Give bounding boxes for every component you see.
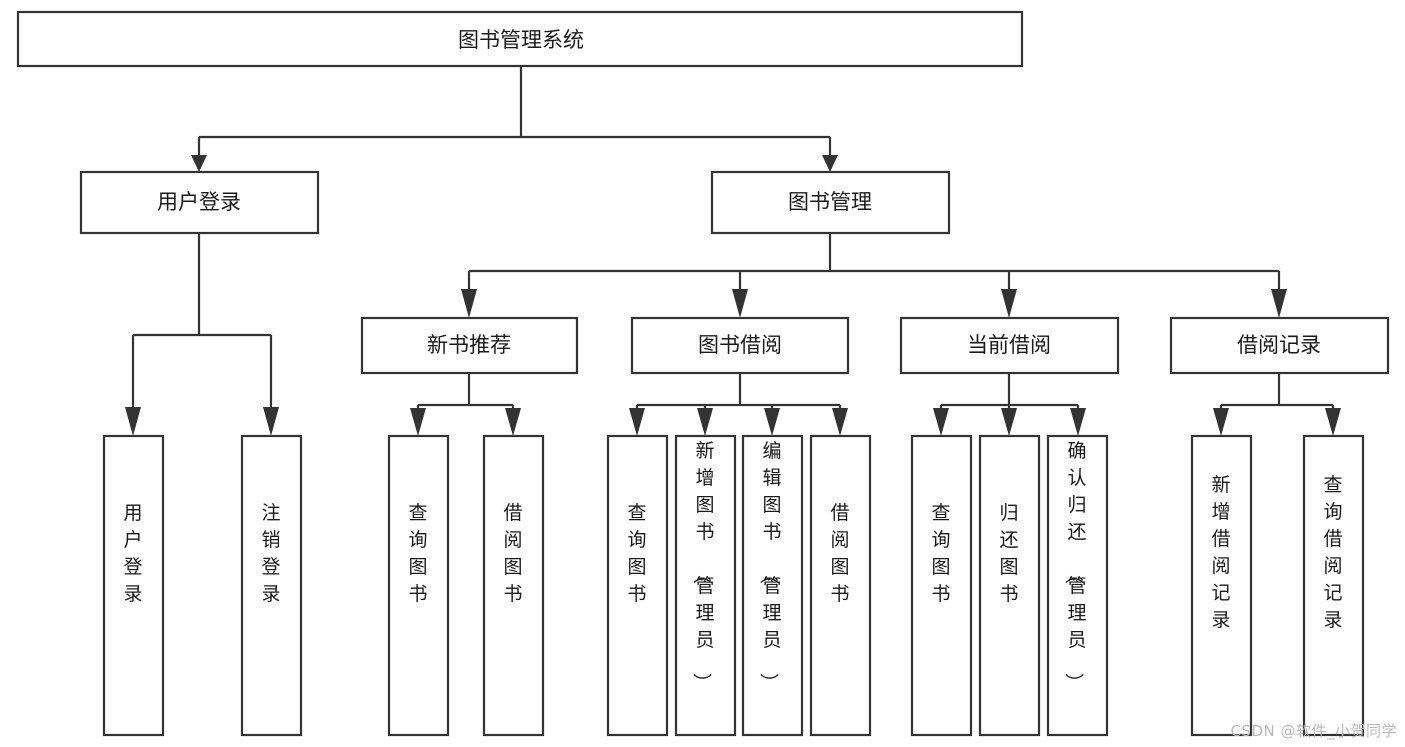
node-book-management[interactable]: 图书管理 xyxy=(710,170,951,235)
node-book-borrow-label: 图书借阅 xyxy=(698,333,782,357)
arrow-head-leaf-bookborrow-0 xyxy=(629,408,645,436)
node-leaf-current-borrow-1[interactable]: 归还图书 xyxy=(978,434,1041,737)
arrow-head-leaf-borrowrecord-0 xyxy=(1213,408,1229,436)
node-leaf-new-book-recommend-1[interactable]: 借阅图书 xyxy=(482,434,545,737)
node-leaf-borrow-record-1-box[interactable] xyxy=(1302,434,1365,737)
node-leaf-borrow-record-0-label: 新增借阅记录 xyxy=(1211,474,1230,631)
node-book-borrow-box[interactable] xyxy=(630,316,850,375)
node-leaf-book-borrow-0[interactable]: 查询图书 xyxy=(606,434,669,737)
node-book-management-label: 图书管理 xyxy=(788,190,872,214)
node-leaf-book-borrow-1-box[interactable] xyxy=(674,434,737,737)
node-leaf-book-borrow-2[interactable]: 编辑图书（管理员） xyxy=(741,434,804,737)
watermark-text: CSDN @软件_小贺同学 xyxy=(1230,722,1397,740)
arrow-head-leaf-user-login-1 xyxy=(263,407,279,436)
node-borrow-record[interactable]: 借阅记录 xyxy=(1169,316,1390,375)
node-leaf-user-login-1[interactable]: 注销登录 xyxy=(240,434,303,737)
node-leaf-current-borrow-0-label: 查询图书 xyxy=(931,502,950,605)
node-user-login-label: 用户登录 xyxy=(157,190,241,214)
arrow-head-leaf-bookborrow-3 xyxy=(832,408,848,436)
connector-group-borrow-record xyxy=(1213,373,1341,436)
node-leaf-user-login-0-box[interactable] xyxy=(102,434,165,737)
connector-group-user-login xyxy=(125,233,279,436)
arrow-head-leaf-currentborrow-1 xyxy=(1001,408,1017,436)
arrow-head-leaf-bookborrow-2 xyxy=(764,408,780,436)
arrow-head-leaf-newbook-0 xyxy=(410,408,426,436)
node-leaf-book-borrow-3-label: 借阅图书 xyxy=(830,502,849,605)
node-user-login-box[interactable] xyxy=(79,170,320,235)
node-leaf-user-login-0[interactable]: 用户登录 xyxy=(102,434,165,737)
node-leaf-current-borrow-1-box[interactable] xyxy=(978,434,1041,737)
connector-group-new-book-recommend xyxy=(410,373,521,436)
node-leaf-new-book-recommend-0-box[interactable] xyxy=(387,434,450,737)
node-current-borrow-box[interactable] xyxy=(899,316,1120,375)
arrow-head-leaf-currentborrow-2 xyxy=(1070,408,1086,436)
node-leaf-book-borrow-2-box[interactable] xyxy=(741,434,804,737)
node-leaf-current-borrow-0-box[interactable] xyxy=(910,434,973,737)
arrow-head-leaf-borrowrecord-1 xyxy=(1325,408,1341,436)
node-current-borrow-label: 当前借阅 xyxy=(967,333,1051,357)
node-leaf-current-borrow-2-box[interactable] xyxy=(1046,434,1109,737)
node-book-management-box[interactable] xyxy=(710,170,951,235)
node-leaf-borrow-record-1[interactable]: 查询借阅记录 xyxy=(1302,434,1365,737)
arrow-head-level2-1 xyxy=(732,289,748,318)
node-leaf-current-borrow-0[interactable]: 查询图书 xyxy=(910,434,973,737)
node-new-book-recommend-box[interactable] xyxy=(360,316,579,375)
node-leaf-user-login-1-label: 注销登录 xyxy=(261,502,280,605)
node-current-borrow[interactable]: 当前借阅 xyxy=(899,316,1120,375)
node-leaf-current-borrow-2[interactable]: 确认归还（管理员） xyxy=(1046,434,1109,737)
node-leaf-user-login-1-box[interactable] xyxy=(240,434,303,737)
node-new-book-recommend-label: 新书推荐 xyxy=(427,333,511,357)
node-leaf-book-borrow-1-label: 新增图书（管理员） xyxy=(690,440,714,692)
node-leaf-book-borrow-3-box[interactable] xyxy=(809,434,872,737)
connector-group-current-borrow xyxy=(933,373,1086,436)
arrow-head-leaf-user-login-0 xyxy=(125,407,141,436)
node-root-box[interactable] xyxy=(16,10,1024,68)
arrow-head-leaf-bookborrow-1 xyxy=(697,408,713,436)
arrow-head-leaf-newbook-1 xyxy=(505,408,521,436)
node-leaf-current-borrow-1-label: 归还图书 xyxy=(999,502,1018,605)
node-leaf-book-borrow-0-label: 查询图书 xyxy=(627,502,646,605)
node-borrow-record-box[interactable] xyxy=(1169,316,1390,375)
node-leaf-new-book-recommend-1-box[interactable] xyxy=(482,434,545,737)
node-leaf-new-book-recommend-1-label: 借阅图书 xyxy=(503,502,522,605)
node-leaf-book-borrow-3[interactable]: 借阅图书 xyxy=(809,434,872,737)
arrow-head-leaf-currentborrow-0 xyxy=(933,408,949,436)
node-leaf-book-borrow-0-box[interactable] xyxy=(606,434,669,737)
node-root-label: 图书管理系统 xyxy=(458,28,584,52)
node-root[interactable]: 图书管理系统 xyxy=(16,10,1024,68)
node-new-book-recommend[interactable]: 新书推荐 xyxy=(360,316,579,375)
node-leaf-current-borrow-2-label: 确认归还（管理员） xyxy=(1062,440,1086,692)
node-leaf-borrow-record-0[interactable]: 新增借阅记录 xyxy=(1190,434,1253,737)
node-user-login[interactable]: 用户登录 xyxy=(79,170,320,235)
arrow-head-level2-3 xyxy=(1271,289,1287,318)
arrow-head-book-mgmt xyxy=(822,155,838,172)
node-leaf-borrow-record-1-label: 查询借阅记录 xyxy=(1323,474,1342,631)
node-leaf-user-login-0-label: 用户登录 xyxy=(123,502,142,605)
node-leaf-book-borrow-1[interactable]: 新增图书（管理员） xyxy=(674,434,737,737)
arrow-head-user-login xyxy=(191,155,207,172)
node-leaf-book-borrow-2-label: 编辑图书（管理员） xyxy=(757,440,781,692)
connector-group-book-mgmt xyxy=(461,233,1287,318)
node-leaf-borrow-record-0-box[interactable] xyxy=(1190,434,1253,737)
connector-group-book-borrow xyxy=(629,373,848,436)
node-leaf-new-book-recommend-0[interactable]: 查询图书 xyxy=(387,434,450,737)
connector-group-root xyxy=(191,66,838,172)
node-borrow-record-label: 借阅记录 xyxy=(1237,333,1321,357)
arrow-head-level2-0 xyxy=(461,289,477,318)
arrow-head-level2-2 xyxy=(1001,289,1017,318)
node-leaf-new-book-recommend-0-label: 查询图书 xyxy=(408,502,427,605)
node-book-borrow[interactable]: 图书借阅 xyxy=(630,316,850,375)
